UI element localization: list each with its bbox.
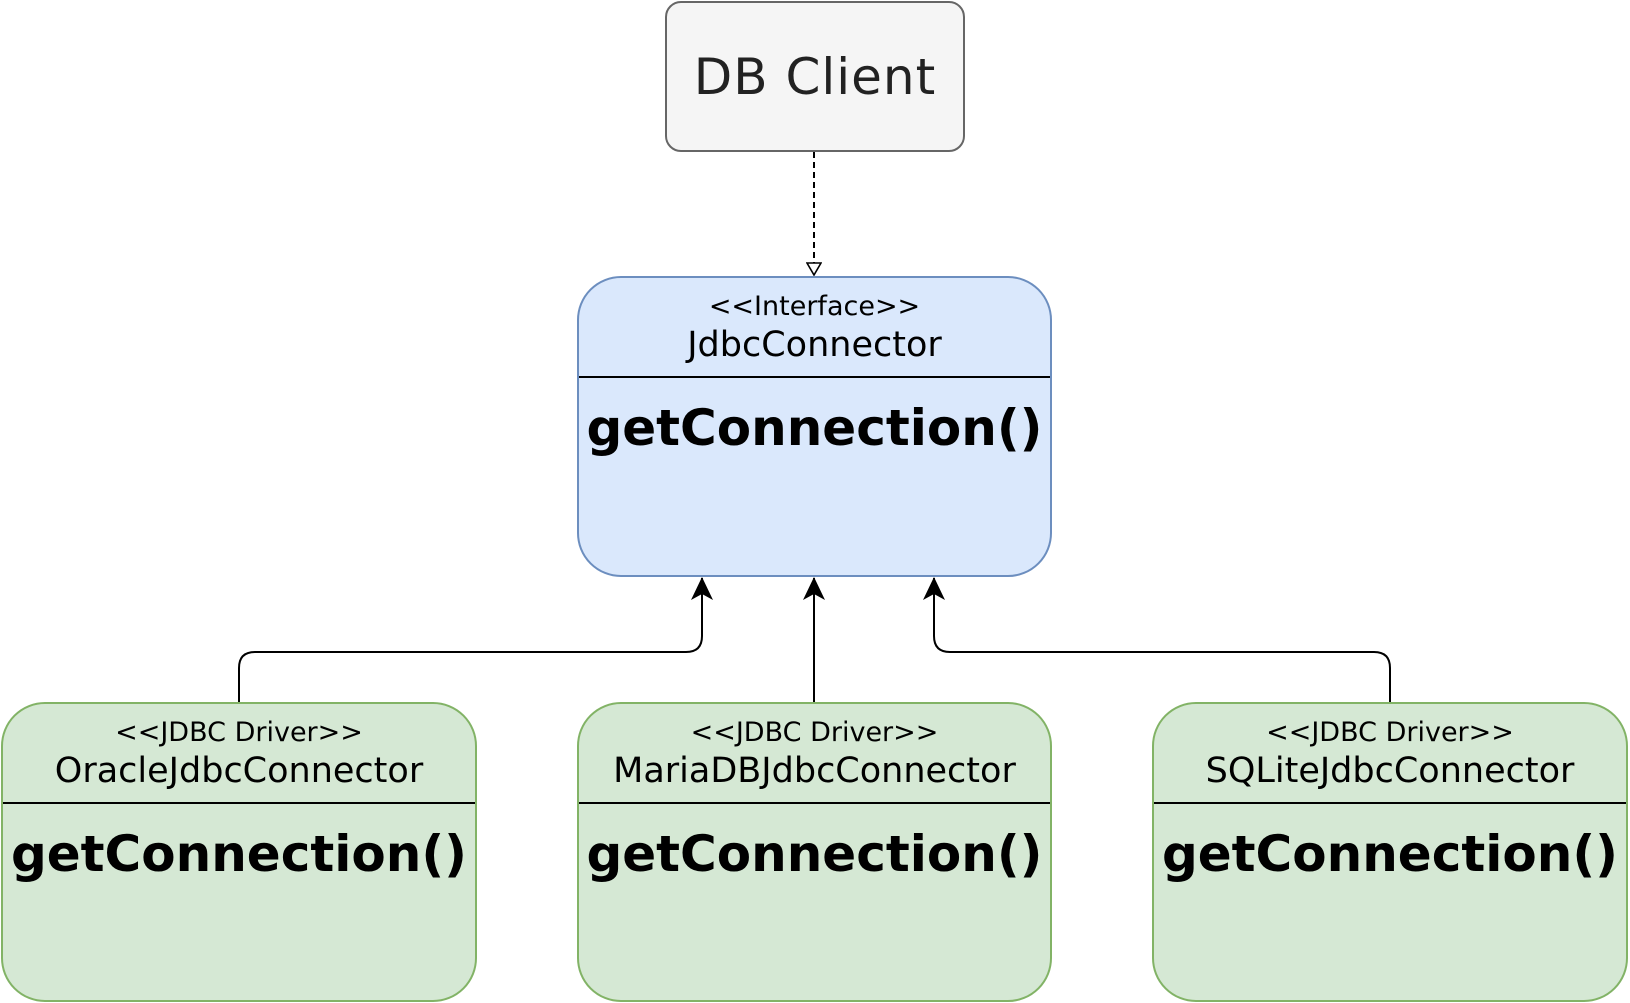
sqlite-class-name: SQLiteJdbcConnector [1205, 751, 1575, 791]
interface-stereotype: <<Interface>> [708, 291, 921, 322]
realization-edge-sqlite [923, 577, 1391, 702]
interface-class-header: <<Interface>> JdbcConnector [579, 278, 1050, 378]
sqlite-stereotype: <<JDBC Driver>> [1266, 717, 1514, 748]
sqlite-class-header: <<JDBC Driver>> SQLiteJdbcConnector [1154, 704, 1626, 804]
interface-class-box: <<Interface>> JdbcConnector getConnectio… [577, 276, 1052, 577]
oracle-class-name: OracleJdbcConnector [54, 751, 424, 791]
mariadb-method: getConnection() [586, 825, 1043, 883]
realization-edge-oracle [238, 577, 713, 702]
sqlite-method: getConnection() [1161, 825, 1619, 883]
mariadb-class-name: MariaDBJdbcConnector [613, 751, 1016, 791]
mariadb-connector-box: <<JDBC Driver>> MariaDBJdbcConnector get… [577, 702, 1052, 1002]
sqlite-connector-box: <<JDBC Driver>> SQLiteJdbcConnector getC… [1152, 702, 1628, 1002]
oracle-method: getConnection() [10, 825, 468, 883]
oracle-class-header: <<JDBC Driver>> OracleJdbcConnector [3, 704, 475, 804]
interface-class-name: JdbcConnector [687, 325, 942, 365]
db-client-box: DB Client [665, 1, 965, 152]
interface-method: getConnection() [586, 399, 1043, 457]
db-client-label: DB Client [693, 47, 937, 106]
oracle-stereotype: <<JDBC Driver>> [115, 717, 363, 748]
mariadb-class-header: <<JDBC Driver>> MariaDBJdbcConnector [579, 704, 1050, 804]
mariadb-stereotype: <<JDBC Driver>> [690, 717, 939, 748]
oracle-connector-box: <<JDBC Driver>> OracleJdbcConnector getC… [1, 702, 477, 1002]
